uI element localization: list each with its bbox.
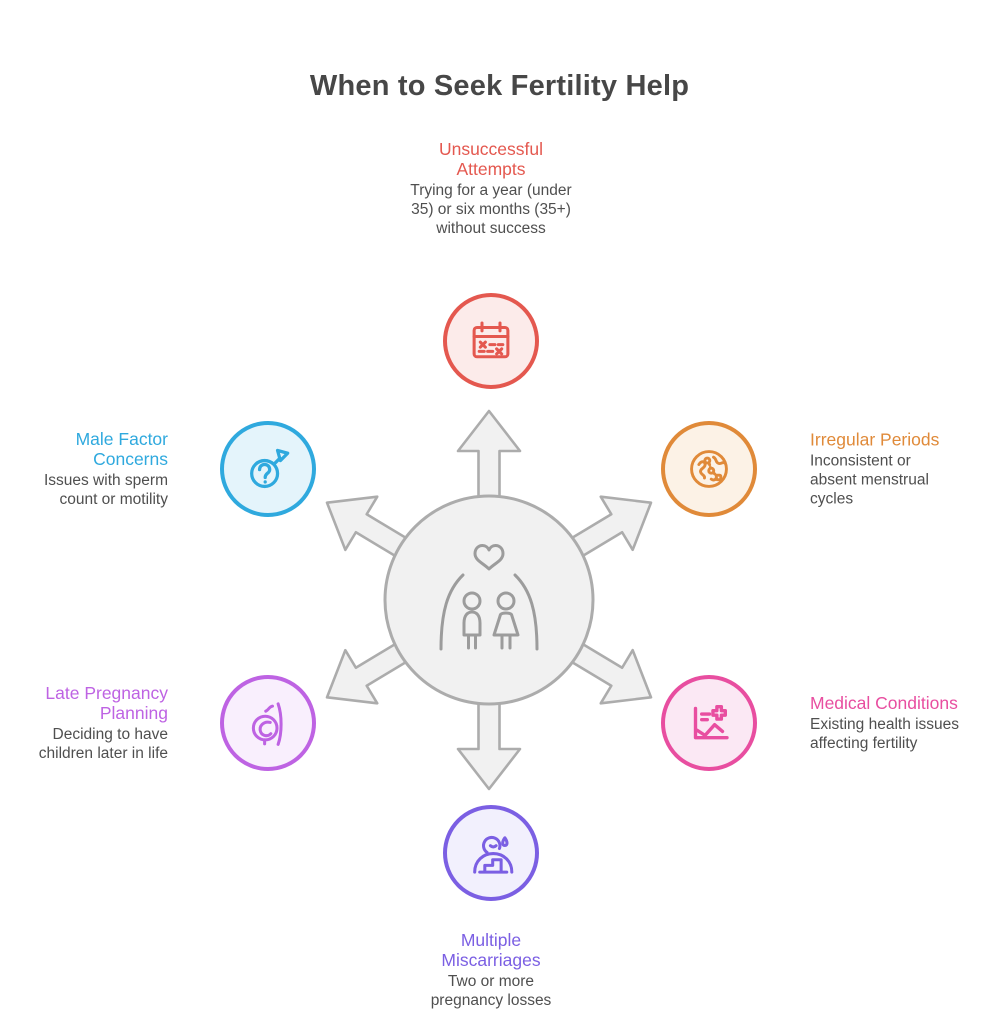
item-description: Trying for a year (under 35) or six mont…: [410, 182, 572, 237]
item-label: Unsuccessful Attempts: [438, 139, 544, 179]
item-description: Deciding to have children later in life: [38, 726, 168, 762]
badge-male-factor-concerns: [220, 421, 316, 517]
health-chart-cross-icon: [693, 705, 729, 740]
hub-circle: [383, 494, 595, 706]
spoke-item-unsuccessful-attempts: Unsuccessful Attempts Trying for a year …: [391, 139, 591, 238]
item-label: Irregular Periods: [810, 429, 940, 450]
item-description: Inconsistent or absent menstrual cycles: [810, 452, 929, 508]
hub-with-arrows: [325, 409, 653, 791]
pregnancy-belly-icon: [251, 702, 283, 746]
calendar-missed-days-icon: [472, 321, 510, 359]
badge-late-pregnancy-planning: [220, 675, 316, 771]
badge-irregular-periods: [661, 421, 757, 517]
item-label: Late Pregnancy Planning: [45, 683, 168, 723]
couple-with-heart-icon: [439, 544, 539, 651]
spoke-item-multiple-miscarriages: Multiple Miscarriages Two or more pregna…: [391, 930, 591, 1010]
item-description: Issues with sperm count or motility: [43, 472, 168, 508]
spoke-item-late-pregnancy-planning: Late Pregnancy Planning Deciding to have…: [3, 683, 168, 763]
spoke-item-irregular-periods: Irregular Periods Inconsistent or absent…: [810, 430, 985, 509]
item-description: Two or more pregnancy losses: [430, 973, 552, 1009]
item-label: Medical Conditions: [810, 693, 958, 713]
item-label: Male Factor Concerns: [75, 429, 168, 469]
badge-multiple-miscarriages: [443, 805, 539, 901]
page-title: When to Seek Fertility Help: [309, 70, 690, 102]
spoke-item-male-factor-concerns: Male Factor Concerns Issues with sperm c…: [18, 429, 168, 509]
badge-unsuccessful-attempts: [443, 293, 539, 389]
item-label: Multiple Miscarriages: [441, 930, 541, 970]
male-symbol-question-icon: [250, 448, 290, 489]
cycle-cells-icon: [690, 450, 728, 488]
grieving-person-tear-icon: [473, 835, 514, 874]
badge-medical-conditions: [661, 675, 757, 771]
spoke-item-medical-conditions: Medical Conditions Existing health issue…: [810, 693, 990, 753]
item-description: Existing health issues affecting fertili…: [810, 716, 960, 752]
